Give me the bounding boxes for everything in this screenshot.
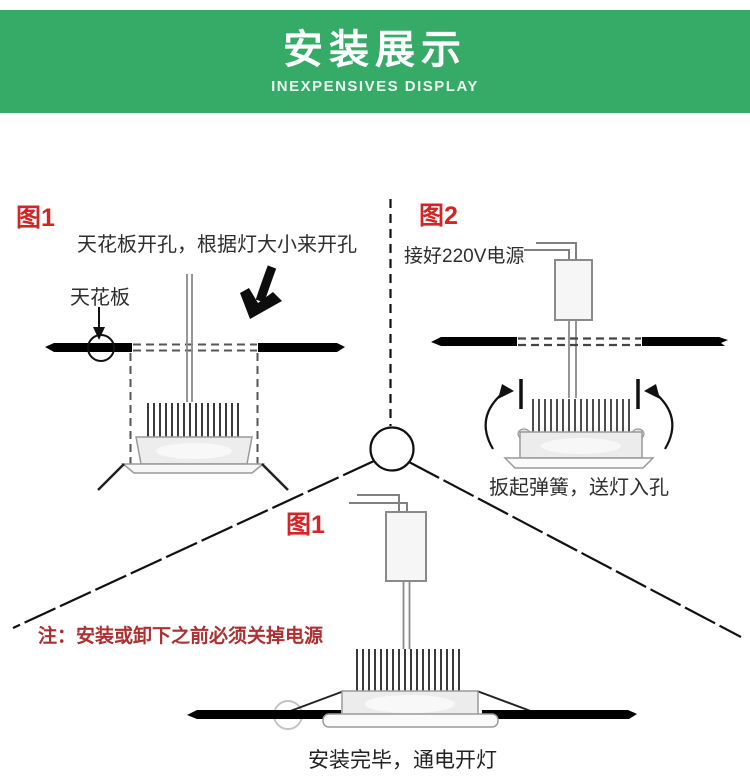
ceiling-pointer-arrow-icon [93,307,105,340]
divider-lines-group [12,199,742,638]
ceiling-marker-circle [87,334,115,362]
figure3-caption: 安装完毕，通电开灯 [308,749,497,772]
fig1-lamp-trim [120,463,266,474]
fig3-ceiling-right [482,710,637,719]
figure1-group [45,265,345,491]
fig3-spring-clips [284,690,537,714]
fig2-lamp-trim [503,457,655,469]
fig1-heatsink-fins [147,403,239,437]
rotate-arrow-left-icon [484,384,514,450]
fig1-ceiling-right [258,343,345,352]
figure3-group [187,494,637,730]
fig3-lamp-trim [322,713,499,728]
divider-ray-right [408,461,742,638]
fig3-heatsink-fins [356,649,460,691]
figure1-caption: 天花板开孔，根据灯大小来开孔 [77,234,357,256]
fig2-heatsink-fins [532,399,630,432]
page-subtitle: INEXPENSIVES DISPLAY [271,78,479,95]
fig3-lamp-wire [402,581,411,649]
fig2-lamp-wire [568,320,577,398]
fig3-driver-box [385,511,427,582]
figure3-label: 图1 [286,511,325,539]
figure2-caption-power: 接好220V电源 [404,246,525,267]
fig1-wire [186,274,193,402]
fig1-hole-dashed-outline [129,343,259,467]
power-off-note: 注：安装或卸下之前必须关掉电源 [38,626,324,647]
rotate-arrow-right-icon [644,384,674,450]
fig2-driver-box [554,259,593,321]
figure2-label: 图2 [419,202,458,230]
fig3-supply-wires [349,494,408,512]
figure1-label: 图1 [16,204,55,232]
page-title: 安装展示 [283,28,467,72]
fig2-ceiling-left [431,337,517,346]
fig3-ceiling-left [187,710,341,719]
big-arrow-icon [240,265,282,319]
fig2-spring-posts [519,379,640,409]
ceiling-label: 天花板 [70,287,130,309]
figure2-caption-spring: 扳起弹簧，送灯入孔 [489,477,669,499]
figure2-group [431,242,728,469]
fig2-ceiling-right [642,337,728,346]
divider-hub-circle [369,426,415,472]
divider-ray-left [12,460,375,629]
fig2-supply-wires [524,242,577,260]
fig1-spring-clips [97,463,289,491]
header-banner: 安装展示 INEXPENSIVES DISPLAY [0,10,750,113]
fig2-hole-dashed-outline [518,337,641,347]
